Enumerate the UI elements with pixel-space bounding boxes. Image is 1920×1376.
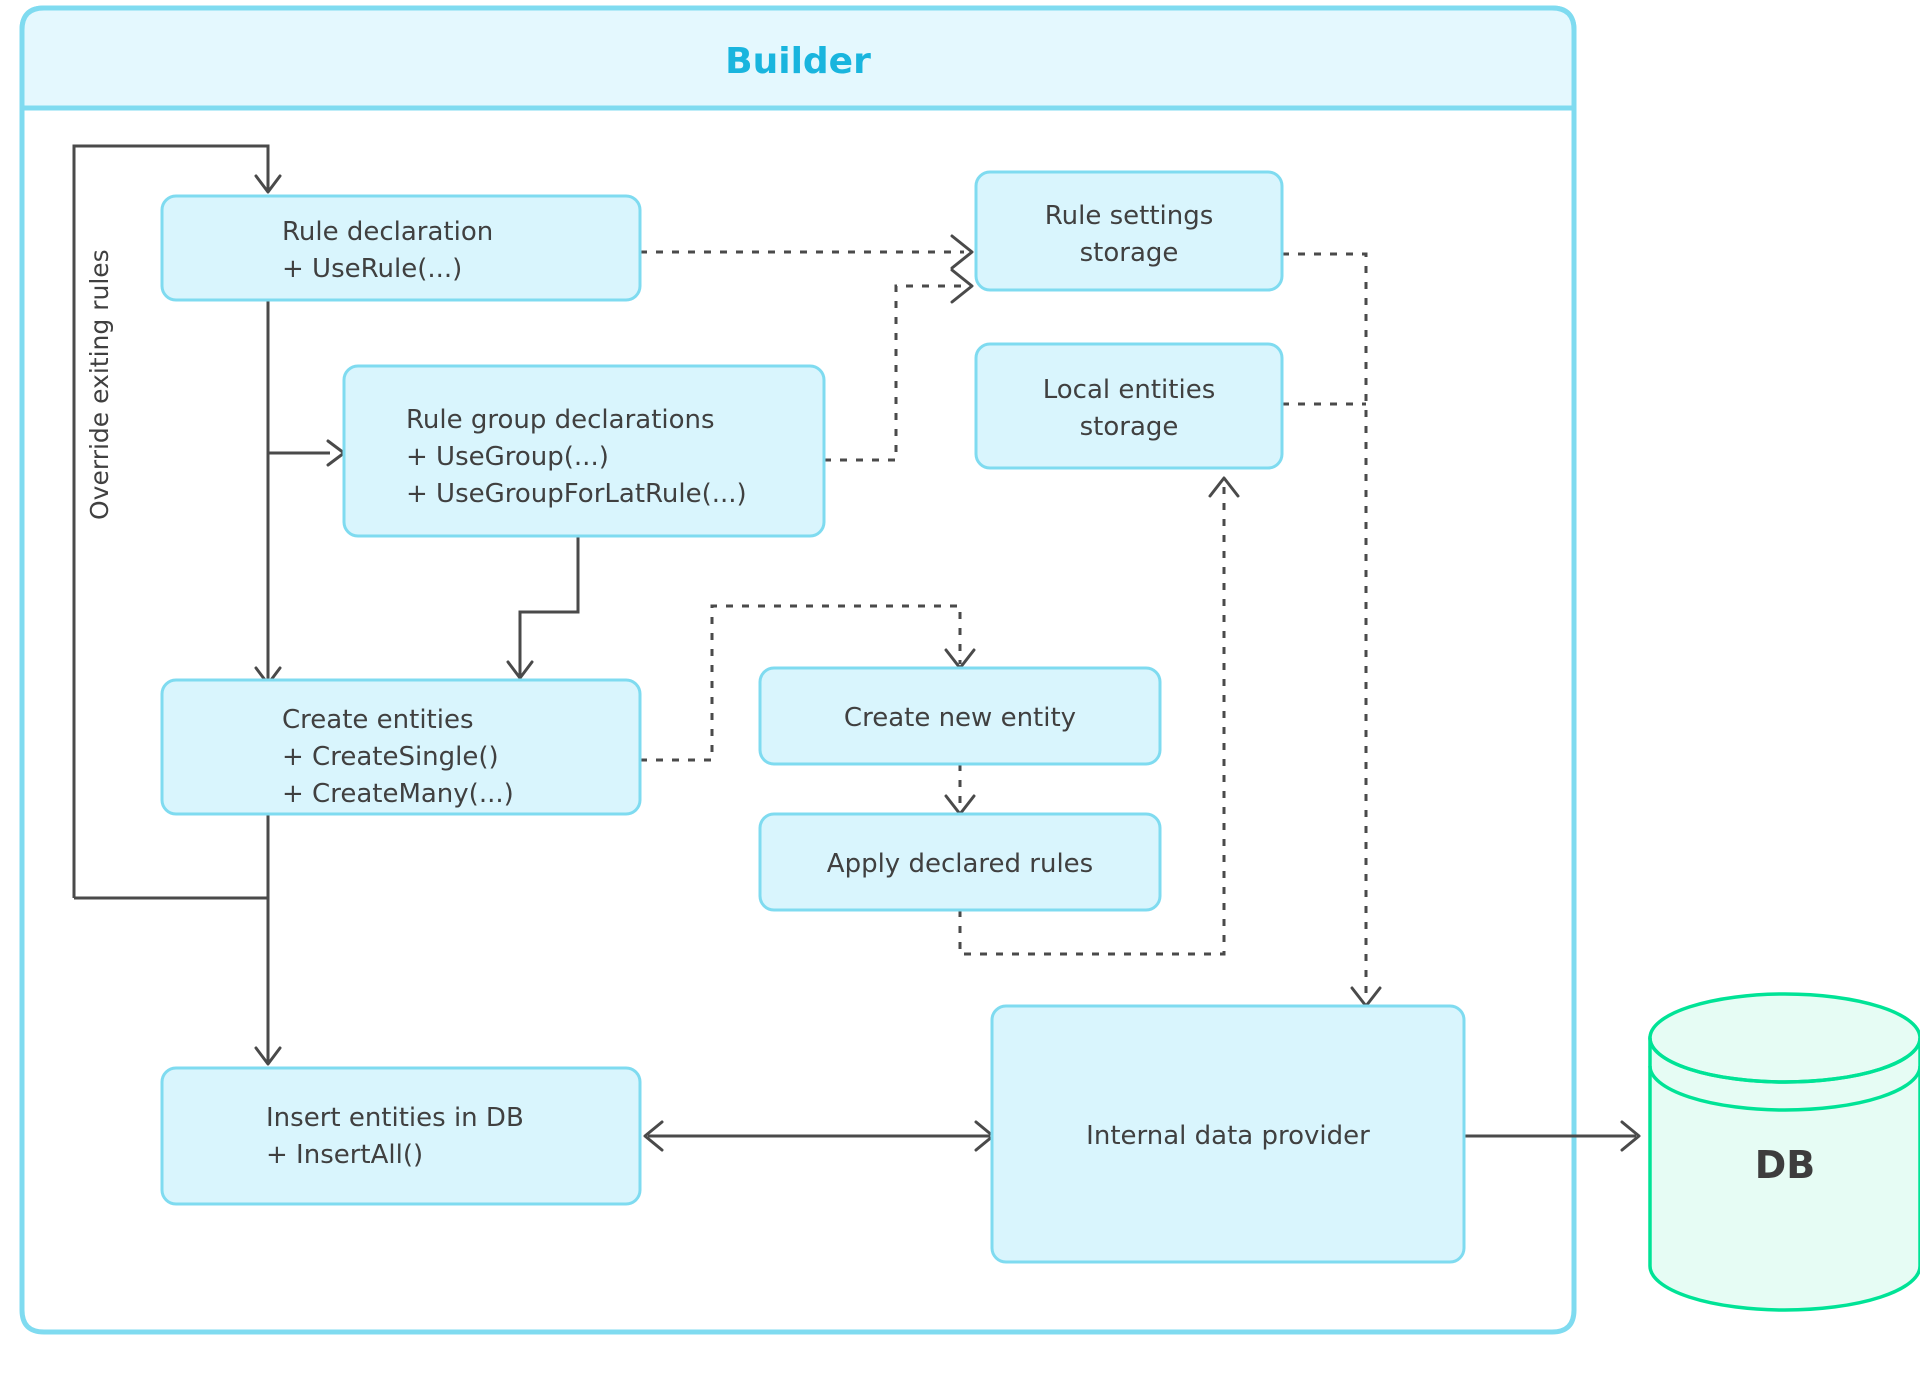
arrowhead-rule-group-to-create-entities	[506, 660, 534, 680]
node-local-entities-storage-shape[interactable]	[974, 342, 1284, 470]
node-rule-group-declarations-shape[interactable]	[342, 364, 826, 538]
edge-label-override-exiting-rules: Override exiting rules	[85, 249, 114, 520]
node-create-new-entity-shape[interactable]	[758, 666, 1162, 766]
node-rule-settings-storage-line1: Rule settings	[1045, 201, 1214, 231]
node-database[interactable]: DB	[1648, 992, 1920, 1312]
arrowhead-internal-provider-to-db	[1620, 1120, 1641, 1152]
node-create-new-entity-label: Create new entity	[844, 703, 1076, 733]
node-create-entities-line1: Create entities	[282, 705, 474, 735]
node-rule-declaration[interactable]: Rule declaration + UseRule(...)	[160, 194, 642, 302]
node-rule-group-line2: + UseGroup(...)	[406, 442, 609, 472]
node-apply-declared-rules-label: Apply declared rules	[827, 849, 1093, 879]
builder-container-header	[19, 5, 1577, 111]
database-label: DB	[1755, 1143, 1816, 1187]
node-insert-entities-shape[interactable]	[160, 1066, 642, 1206]
arrowhead-create-entities-to-insert	[254, 1046, 282, 1066]
edge-settings-storage-to-internal-provider	[1282, 252, 1368, 1002]
dashed-connectors	[640, 234, 1382, 1008]
edge-rule-group-to-create-entities	[518, 536, 580, 676]
node-rule-group-line3: + UseGroupForLatRule(...)	[406, 479, 747, 509]
node-create-entities-shape[interactable]	[160, 678, 642, 816]
node-internal-data-provider-label: Internal data provider	[1086, 1121, 1370, 1151]
node-rule-declaration-shape[interactable]	[160, 194, 642, 302]
node-apply-declared-rules[interactable]: Apply declared rules	[758, 812, 1162, 912]
node-rule-settings-storage-shape[interactable]	[974, 170, 1284, 292]
edge-override-exiting-rules	[72, 144, 270, 898]
node-internal-data-provider-shape[interactable]	[990, 1004, 1466, 1264]
node-create-entities[interactable]: Create entities + CreateSingle() + Creat…	[160, 678, 642, 816]
node-insert-entities[interactable]: Insert entities in DB + InsertAll()	[160, 1066, 642, 1206]
node-rule-settings-storage[interactable]: Rule settings storage	[974, 170, 1284, 292]
node-local-entities-storage-line2: storage	[1080, 412, 1179, 442]
arrowhead-internal-to-insert	[643, 1120, 664, 1152]
database-cylinder-ring-1	[1648, 1037, 1920, 1084]
builder-title: Builder	[725, 41, 871, 82]
edge-create-entities-to-create-new-entity	[640, 604, 962, 762]
node-rule-settings-storage-line2: storage	[1080, 238, 1179, 268]
node-rule-declaration-line2: + UseRule(...)	[282, 254, 462, 284]
node-local-entities-storage-line1: Local entities	[1043, 375, 1216, 405]
edge-apply-rules-to-local-storage	[958, 482, 1226, 956]
node-create-entities-line3: + CreateMany(...)	[282, 779, 514, 809]
node-local-entities-storage[interactable]: Local entities storage	[974, 342, 1284, 470]
arrowhead-rule-declaration-to-settings-storage	[950, 234, 974, 270]
arrowhead-override-to-rule-declaration	[254, 174, 282, 194]
database-cylinder-ring-2	[1648, 1065, 1920, 1112]
node-internal-data-provider[interactable]: Internal data provider	[990, 1004, 1466, 1264]
arrowhead-apply-rules-to-local-storage	[1208, 476, 1240, 498]
node-rule-group-declarations[interactable]: Rule group declarations + UseGroup(...) …	[342, 364, 826, 538]
node-create-new-entity[interactable]: Create new entity	[758, 666, 1162, 766]
edge-rule-group-to-settings-storage	[824, 284, 964, 462]
node-insert-entities-line2: + InsertAll()	[266, 1140, 423, 1170]
node-create-entities-line2: + CreateSingle()	[282, 742, 499, 772]
node-rule-group-line1: Rule group declarations	[406, 405, 715, 435]
node-rule-declaration-line1: Rule declaration	[282, 217, 493, 247]
node-insert-entities-line1: Insert entities in DB	[266, 1103, 524, 1133]
node-apply-declared-rules-shape[interactable]	[758, 812, 1162, 912]
arrowhead-rule-group-to-settings-storage	[950, 268, 974, 304]
